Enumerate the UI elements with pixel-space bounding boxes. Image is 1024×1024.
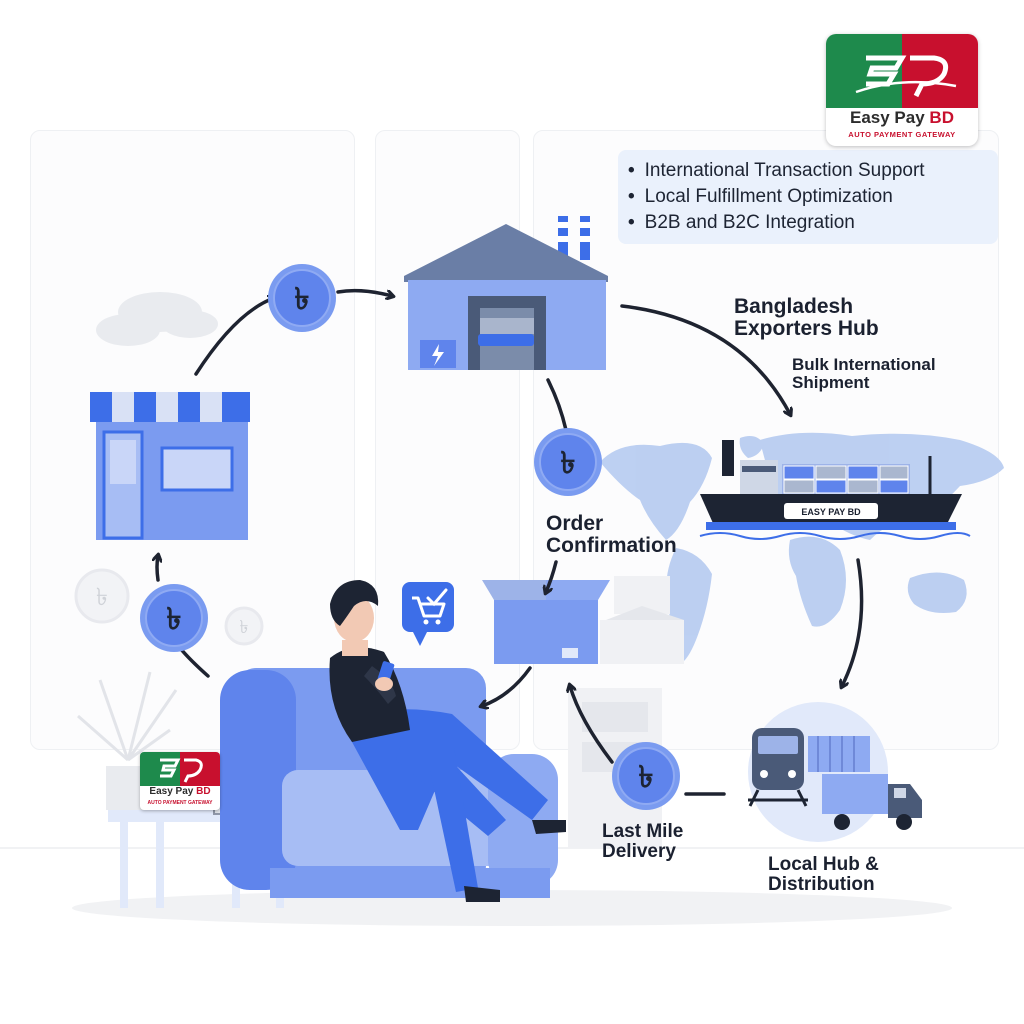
ship-hull-label: EASY PAY BD (801, 507, 861, 517)
cargo-ship-icon: EASY PAY BD (699, 440, 971, 540)
taka-symbol: ৳ (295, 282, 310, 317)
ep-logo-mark-icon (140, 752, 220, 786)
ep-logo-mark-icon (826, 34, 978, 108)
taka-coin-icon: ৳ (533, 427, 603, 497)
taka-symbol: ৳ (639, 760, 654, 795)
stage-label-order-confirmation: Order Confirmation (546, 512, 677, 558)
feature-item: International Transaction Support (628, 158, 988, 184)
storefront-icon (90, 392, 250, 540)
stage-label-exporters-hub: Bangladesh Exporters Hub (734, 295, 879, 341)
taka-coin-icon: ৳ (611, 741, 681, 811)
brand-logo-sign: Easy Pay BD AUTO PAYMENT GATEWAY (140, 752, 220, 810)
train-icon (748, 728, 808, 807)
taka-symbol: ৳ (96, 583, 108, 611)
cloud-icon (96, 292, 218, 346)
taka-coin-icon: ৳ (267, 263, 337, 333)
flow-arrows (157, 288, 864, 796)
brand-name-suffix: BD (929, 108, 954, 127)
brand-tagline: AUTO PAYMENT GATEWAY (147, 800, 213, 806)
stage-label-bulk-shipment: Bulk International Shipment (792, 355, 936, 392)
parcel-box-icon (482, 576, 684, 664)
taka-symbol: ৳ (240, 617, 249, 638)
local-hub-icon (748, 702, 922, 842)
taka-coin-icon: ৳ (139, 583, 209, 653)
brand-name: Easy Pay (149, 786, 194, 797)
feature-list: International Transaction Support Local … (618, 150, 998, 244)
brand-tagline: AUTO PAYMENT GATEWAY (848, 130, 956, 139)
person-figure (329, 580, 566, 902)
floor-shadow (72, 890, 952, 926)
feature-item: B2B and B2C Integration (628, 210, 988, 236)
brand-logo: Easy Pay BD AUTO PAYMENT GATEWAY (826, 34, 978, 146)
feature-item: Local Fulfillment Optimization (628, 184, 988, 210)
stage-label-last-mile: Last Mile Delivery (602, 821, 684, 862)
factory-warehouse-icon (404, 216, 608, 370)
taka-coin-faded-icon: ৳ (74, 568, 130, 624)
taka-coin-faded-icon: ৳ (224, 606, 264, 646)
shopping-cart-check-icon (402, 582, 454, 646)
delivery-truck-icon (822, 774, 922, 830)
stage-label-local-hub: Local Hub & Distribution (768, 854, 879, 895)
brand-name: Easy Pay (850, 108, 925, 127)
brand-name-suffix: BD (196, 786, 211, 797)
taka-symbol: ৳ (561, 446, 576, 481)
taka-symbol: ৳ (167, 602, 182, 637)
